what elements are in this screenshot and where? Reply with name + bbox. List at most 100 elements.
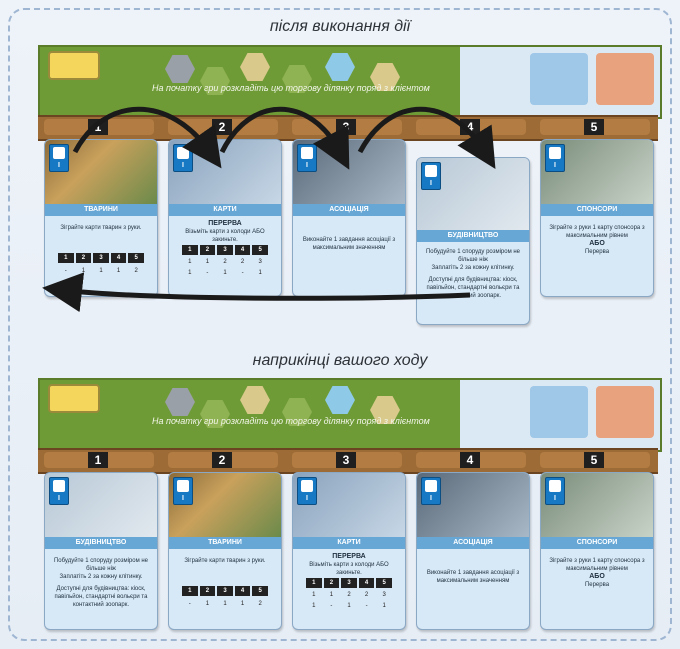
animal-icon: [53, 147, 65, 159]
card-label: СПОНСОРИ: [541, 537, 653, 549]
slot-number: 4: [460, 119, 480, 135]
slot-number: 1: [88, 119, 108, 135]
card-text: Візьміть карти з колоди АБО закиньте.: [309, 562, 389, 576]
hex-water: [325, 386, 355, 414]
level-badge: I: [173, 477, 193, 505]
card-text-2: Перерва: [584, 582, 610, 588]
card-text-2: Заплатіть 2 за кожну клітинку.: [431, 265, 515, 271]
card-label: ТВАРИНИ: [45, 204, 157, 216]
action-strip: 1 2 3 4 5: [38, 115, 658, 141]
animal-icon: [177, 480, 189, 492]
zoo-board: На початку гри розкладіть цю торгову діл…: [38, 378, 662, 452]
board-note: На початку гри розкладіть цю торгову діл…: [152, 83, 430, 93]
card-text-3: Доступні для будівництва: кіоск, павільй…: [54, 586, 148, 608]
building-icon: [425, 165, 437, 177]
hex-sand: [240, 53, 270, 81]
action-card-building[interactable]: I БУДІВНИЦТВО Побудуйте 1 споруду розмір…: [416, 157, 530, 325]
slot-number: 2: [212, 452, 232, 468]
slot-number: 2: [212, 119, 232, 135]
action-card-association[interactable]: I АСОЦІАЦІЯ Виконайте 1 завдання асоціац…: [292, 139, 406, 297]
card-text: Зіграйте з руки 1 карту спонсора з макси…: [549, 558, 645, 572]
sponsor-icon: [549, 480, 561, 492]
level-badge: I: [297, 144, 317, 172]
card-text: Виконайте 1 завдання асоціації з максима…: [302, 237, 396, 251]
bonus-tile: [48, 384, 100, 413]
card-label: БУДІВНИЦТВО: [417, 230, 529, 242]
slot-number: 5: [584, 452, 604, 468]
card-label: ТВАРИНИ: [169, 537, 281, 549]
action-card-association[interactable]: I АСОЦІАЦІЯ Виконайте 1 завдання асоціац…: [416, 472, 530, 630]
zoo-board: На початку гри розкладіть цю торгову діл…: [38, 45, 662, 119]
hex-sand: [240, 386, 270, 414]
building-blue: [530, 386, 588, 438]
discard-values: 1-1-1: [312, 603, 386, 609]
building-orange: [596, 53, 654, 105]
hex-rock: [165, 55, 195, 83]
slot-number: 4: [460, 452, 480, 468]
card-label: АСОЦІАЦІЯ: [293, 204, 405, 216]
level-badge: I: [421, 477, 441, 505]
slot-number: 3: [336, 452, 356, 468]
action-panel-after: На початку гри розкладіть цю торгову діл…: [38, 45, 662, 340]
card-label: АСОЦІАЦІЯ: [417, 537, 529, 549]
card-text-2: Перерва: [584, 249, 610, 255]
association-icon: [425, 480, 437, 492]
card-text: Зіграйте карти тварин з руки.: [60, 225, 142, 231]
action-card-sponsors[interactable]: I СПОНСОРИ Зіграйте з руки 1 карту спонс…: [540, 139, 654, 297]
break-title: ПЕРЕРВА: [332, 553, 366, 560]
board-buildings: [460, 47, 660, 117]
discard-values: 1-1-1: [188, 270, 262, 276]
action-card-animals[interactable]: I ТВАРИНИ Зіграйте карти тварин з руки. …: [168, 472, 282, 630]
hex-rock: [165, 388, 195, 416]
break-title: ПЕРЕРВА: [208, 220, 242, 227]
card-label: СПОНСОРИ: [541, 204, 653, 216]
cards-icon: [177, 147, 189, 159]
card-text: Візьміть карти з колоди АБО закиньте.: [185, 229, 265, 243]
level-badge: I: [545, 144, 565, 172]
level-badge: I: [173, 144, 193, 172]
card-text: Побудуйте 1 споруду розміром не більше н…: [53, 558, 149, 572]
title-after-action: після виконання дії: [269, 18, 411, 35]
board-buildings: [460, 380, 660, 450]
slot-number: 1: [88, 452, 108, 468]
association-icon: [301, 147, 313, 159]
card-label: КАРТИ: [293, 537, 405, 549]
level-badge: I: [49, 144, 69, 172]
building-blue: [530, 53, 588, 105]
hex-water: [325, 53, 355, 81]
action-card-animals[interactable]: I ТВАРИНИ Зіграйте карти тварин з руки. …: [44, 139, 158, 297]
card-text-2: Заплатіть 2 за кожну клітинку.: [59, 574, 143, 580]
action-card-building[interactable]: I БУДІВНИЦТВО Побудуйте 1 споруду розмір…: [44, 472, 158, 630]
card-text: Зіграйте карти тварин з руки.: [184, 558, 266, 564]
board-note: На початку гри розкладіть цю торгову діл…: [152, 416, 430, 426]
card-text: Зіграйте з руки 1 карту спонсора з макси…: [549, 225, 645, 239]
action-panel-end: На початку гри розкладіть цю торгову діл…: [38, 378, 662, 649]
slot-number: 3: [336, 119, 356, 135]
action-card-cards[interactable]: I КАРТИ ПЕРЕРВА Візьміть карти з колоди А…: [168, 139, 282, 297]
building-orange: [596, 386, 654, 438]
cards-icon: [301, 480, 313, 492]
card-label: КАРТИ: [169, 204, 281, 216]
card-or: АБО: [589, 240, 605, 247]
sponsor-icon: [549, 147, 561, 159]
card-text-3: Доступні для будівництва: кіоск, павільй…: [426, 277, 520, 299]
card-label: БУДІВНИЦТВО: [45, 537, 157, 549]
action-strip: 1 2 3 4 5: [38, 448, 658, 474]
title-end-turn: наприкінці вашого ходу: [252, 352, 428, 369]
level-badge: I: [49, 477, 69, 505]
card-or: АБО: [589, 573, 605, 580]
level-badge: I: [545, 477, 565, 505]
building-icon: [53, 480, 65, 492]
action-card-sponsors[interactable]: I СПОНСОРИ Зіграйте з руки 1 карту спонс…: [540, 472, 654, 630]
slot-number: 5: [584, 119, 604, 135]
